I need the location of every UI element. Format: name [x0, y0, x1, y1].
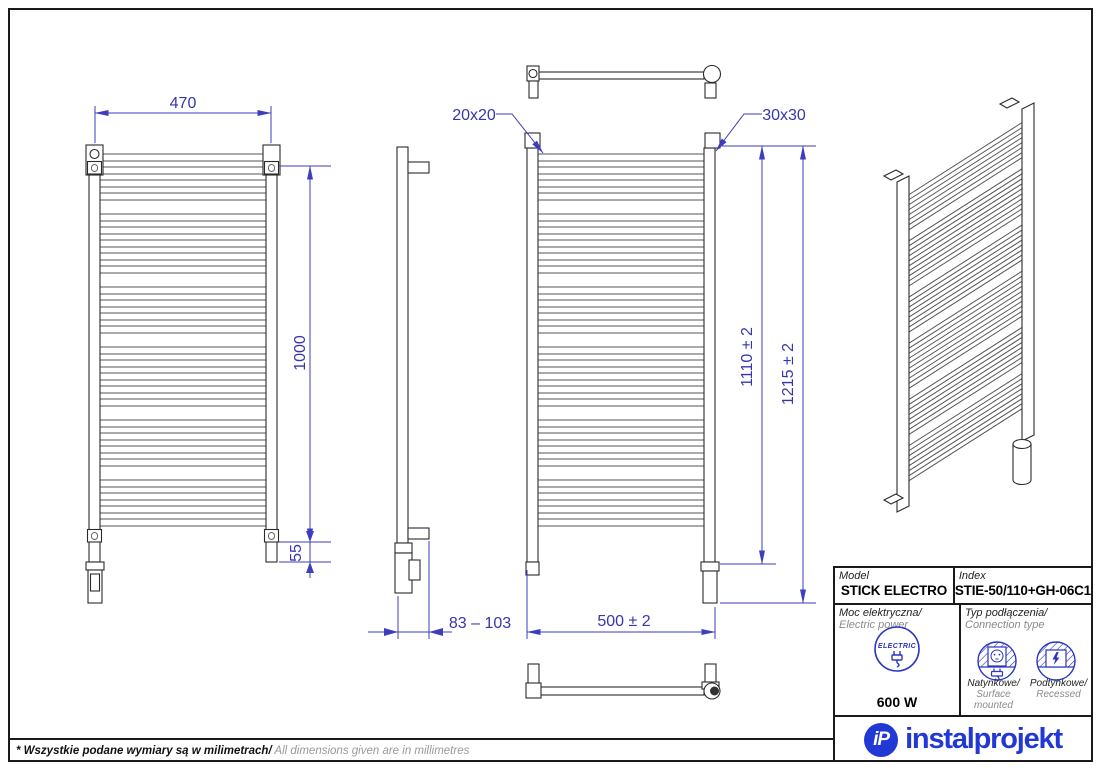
leader-20x20: 20x20	[452, 107, 544, 154]
dim-1110: 1110 ± 2	[720, 145, 816, 565]
spec-table: Model STICK ELECTRO Index STIE-50/110+GH…	[833, 566, 1093, 762]
note-english: All dimensions given are in millimetres	[271, 745, 470, 757]
index-label: Index	[958, 570, 986, 582]
recessed-icon	[1035, 641, 1076, 681]
heating-element-iso	[1012, 438, 1032, 486]
isometric-view	[882, 97, 1035, 513]
connection-type-cell: Typ podłączenia/ Connection type	[961, 605, 1091, 715]
front-view-back	[524, 132, 721, 604]
surface-mounted-icon	[976, 641, 1017, 682]
dim-collector-profile: 30x30	[762, 107, 806, 124]
model-cell: Model STICK ELECTRO	[835, 568, 955, 603]
dim-width-brackets: 470	[170, 95, 197, 112]
recessed-label-en: Recessed	[1036, 689, 1081, 700]
dim-55: 55	[279, 527, 331, 578]
power-label-pl: Moc elektryczna/	[839, 607, 922, 619]
lightning-glyph	[1052, 652, 1059, 665]
heating-element-side	[394, 542, 421, 594]
dim-83-103: 83 – 103	[368, 541, 511, 639]
logo-text: instalprojekt	[905, 723, 1063, 755]
dim-tube-profile: 20x20	[452, 107, 496, 124]
dimensions-note: * Wszystkie podane wymiary są w milimetr…	[8, 738, 833, 762]
power-value: 600 W	[876, 694, 918, 710]
electric-power-cell: Moc elektryczna/ Electric power ELECTRIC	[835, 605, 961, 715]
dim-500: 500 ± 2	[526, 570, 716, 639]
index-value: STIE-50/110+GH-06C1	[954, 583, 1091, 598]
front-view	[85, 144, 281, 604]
note-polish: * Wszystkie podane wymiary są w milimetr…	[16, 745, 272, 757]
top-view	[526, 64, 722, 99]
dim-height-radiator: 1110 ± 2	[739, 327, 756, 387]
dim-wall-distance: 83 – 103	[449, 615, 511, 632]
brand-logo: iP instalprojekt	[835, 717, 1091, 762]
side-view	[394, 146, 430, 594]
heating-element-front	[85, 561, 105, 604]
dim-height-total: 1215 ± 2	[780, 343, 797, 405]
heating-element-back	[700, 561, 720, 604]
surface-label-pl: Natynkowe/	[967, 678, 1020, 689]
model-value: STICK ELECTRO	[840, 583, 947, 598]
connection-label-pl: Typ podłączenia/	[965, 607, 1048, 619]
electric-badge-text: ELECTRIC	[878, 643, 917, 650]
leader-30x30: 30x30	[715, 107, 806, 152]
logo-monogram-icon: iP	[864, 722, 899, 757]
electric-icon: ELECTRIC	[874, 626, 920, 672]
dim-1000: 1000	[279, 165, 331, 543]
dim-height-brackets: 1000	[292, 335, 309, 371]
dim-width-radiator: 500 ± 2	[597, 613, 650, 630]
bottom-view	[525, 663, 721, 700]
dim-1215: 1215 ± 2	[720, 145, 816, 604]
recessed-label-pl: Podtynkowe/	[1029, 678, 1088, 689]
dim-470: 470	[94, 95, 272, 143]
plug-glyph	[891, 651, 903, 668]
surface-label-en: Surface mounted	[974, 689, 1013, 711]
dim-bottom-offset: 55	[288, 544, 305, 562]
index-cell: Index STIE-50/110+GH-06C1	[955, 568, 1091, 603]
connection-label-en: Connection type	[965, 619, 1045, 631]
model-label: Model	[839, 570, 869, 582]
